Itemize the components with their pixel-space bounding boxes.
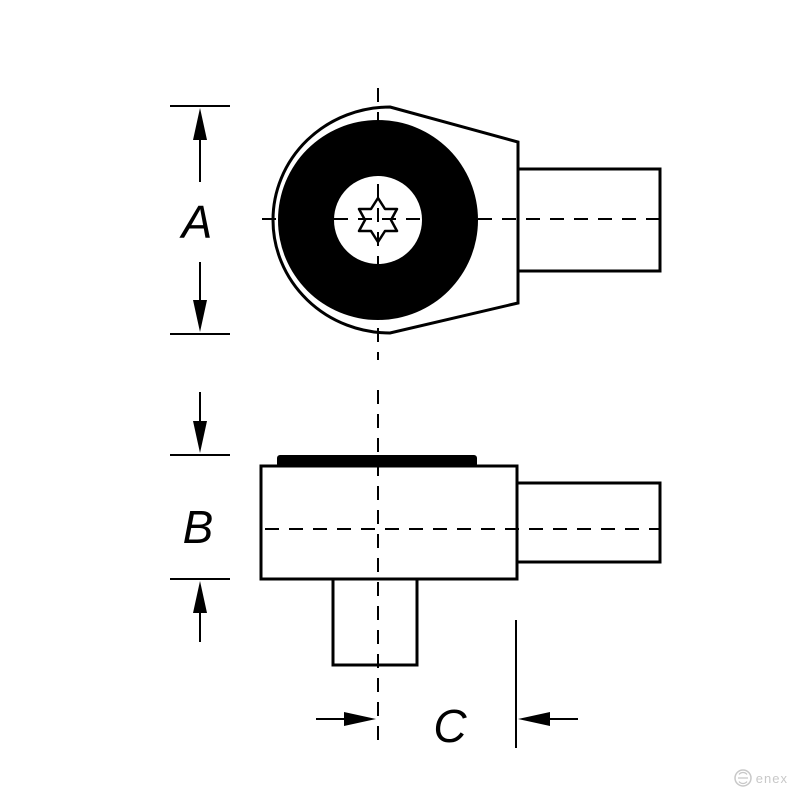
dimension-b: B	[170, 392, 230, 642]
side-view-drive-stub	[331, 577, 419, 667]
top-view-head-outline	[271, 105, 520, 335]
side-view	[259, 390, 662, 748]
dimension-c: C	[316, 620, 578, 752]
dimension-a-arrow-down-icon	[193, 300, 207, 332]
dimension-b-arrow-up-icon	[193, 581, 207, 613]
dimension-c-arrow-right-icon	[344, 712, 376, 726]
dimension-c-arrow-left-icon	[518, 712, 550, 726]
top-view	[262, 88, 662, 360]
dimension-b-arrow-down-icon	[193, 421, 207, 453]
dimension-c-label: C	[433, 700, 467, 752]
enex-logo: enex	[733, 768, 788, 788]
side-view-body	[259, 464, 519, 581]
side-view-square-drive	[515, 481, 662, 564]
dimension-a-label: A	[179, 196, 213, 248]
dimension-a-arrow-up-icon	[193, 108, 207, 140]
side-view-top-plate	[277, 455, 477, 467]
enex-logo-icon	[734, 769, 752, 787]
dimension-b-label: B	[183, 501, 214, 553]
enex-logo-text: enex	[755, 770, 788, 786]
dimension-a: A	[170, 105, 230, 335]
